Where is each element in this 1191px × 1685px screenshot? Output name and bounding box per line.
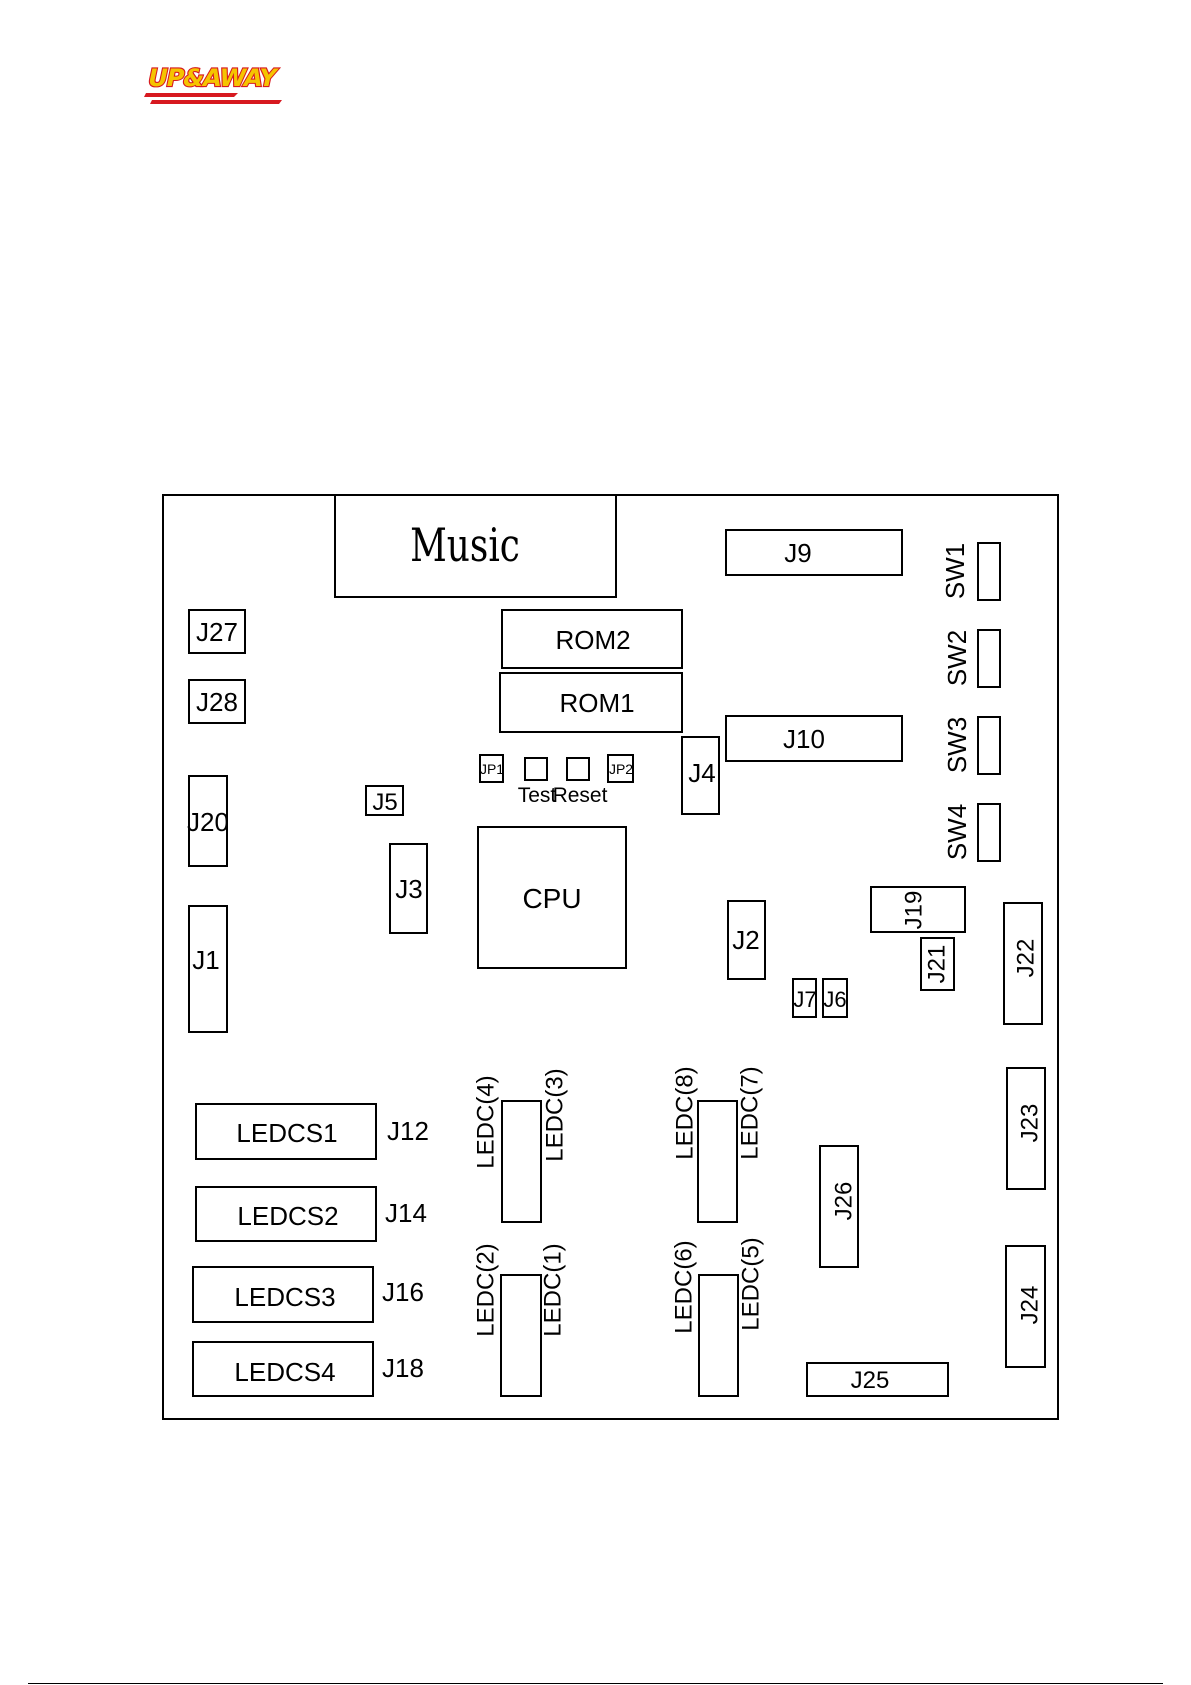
j1-label: J1 (192, 945, 219, 975)
j25-label: J25 (851, 1367, 890, 1394)
ledc-1-2-connector (501, 1275, 541, 1396)
sw4-label: SW4 (942, 804, 972, 860)
ledcs4-label: LEDCS4 (234, 1357, 335, 1387)
ledc-3-4-connector (502, 1101, 541, 1222)
j21-label: J21 (923, 945, 950, 984)
j6-label: J6 (823, 987, 846, 1012)
sw2-label: SW2 (942, 630, 972, 686)
j26-label: J26 (830, 1182, 857, 1221)
jp2-label: JP2 (609, 761, 633, 777)
ledc5-label: LEDC(5) (737, 1237, 764, 1330)
ledc-7-8-connector (698, 1101, 737, 1222)
j5-label: J5 (372, 789, 397, 816)
music-label: Music (410, 519, 520, 573)
rom2-label: ROM2 (555, 625, 630, 655)
ledc8-label: LEDC(8) (671, 1066, 698, 1159)
j27-label: J27 (196, 617, 238, 647)
page-bottom-rule (28, 1683, 1163, 1684)
switch-sw1 (978, 543, 1000, 600)
j10-label: J10 (783, 724, 825, 754)
j18-label: J18 (382, 1353, 424, 1383)
test-button (525, 758, 547, 780)
j2-label: J2 (732, 925, 759, 955)
j23-label: J23 (1016, 1104, 1043, 1143)
ledc4-label: LEDC(4) (472, 1075, 499, 1168)
j9-label: J9 (784, 538, 811, 568)
ledc6-label: LEDC(6) (670, 1240, 697, 1333)
ledc7-label: LEDC(7) (736, 1066, 763, 1159)
ledcs2-label: LEDCS2 (237, 1201, 338, 1231)
ledc2-label: LEDC(2) (472, 1243, 499, 1336)
j20-label: J20 (187, 807, 229, 837)
ledc-5-6-connector (699, 1275, 738, 1396)
reset-label: Reset (553, 784, 608, 807)
test-label: Test (518, 784, 557, 807)
j19-label: J19 (900, 891, 927, 930)
j12-label: J12 (387, 1116, 429, 1146)
connector-j9 (726, 530, 902, 575)
jp1-label: JP1 (480, 761, 504, 777)
ledc1-label: LEDC(1) (539, 1243, 566, 1336)
switch-sw3 (978, 717, 1000, 774)
j3-label: J3 (395, 874, 422, 904)
rom1-label: ROM1 (559, 688, 634, 718)
switch-sw2 (978, 630, 1000, 687)
ledcs1-label: LEDCS1 (236, 1118, 337, 1148)
ledcs3-label: LEDCS3 (234, 1282, 335, 1312)
j7-label: J7 (793, 987, 816, 1012)
j24-label: J24 (1016, 1286, 1043, 1325)
cpu-label: CPU (522, 883, 581, 914)
sw3-label: SW3 (942, 717, 972, 773)
j22-label: J22 (1012, 939, 1039, 978)
ledc3-label: LEDC(3) (541, 1068, 568, 1161)
j14-label: J14 (385, 1198, 427, 1228)
switch-sw4 (978, 804, 1000, 861)
reset-button (567, 758, 589, 780)
sw1-label: SW1 (940, 543, 970, 599)
j16-label: J16 (382, 1277, 424, 1307)
j28-label: J28 (196, 687, 238, 717)
j4-label: J4 (688, 758, 715, 788)
